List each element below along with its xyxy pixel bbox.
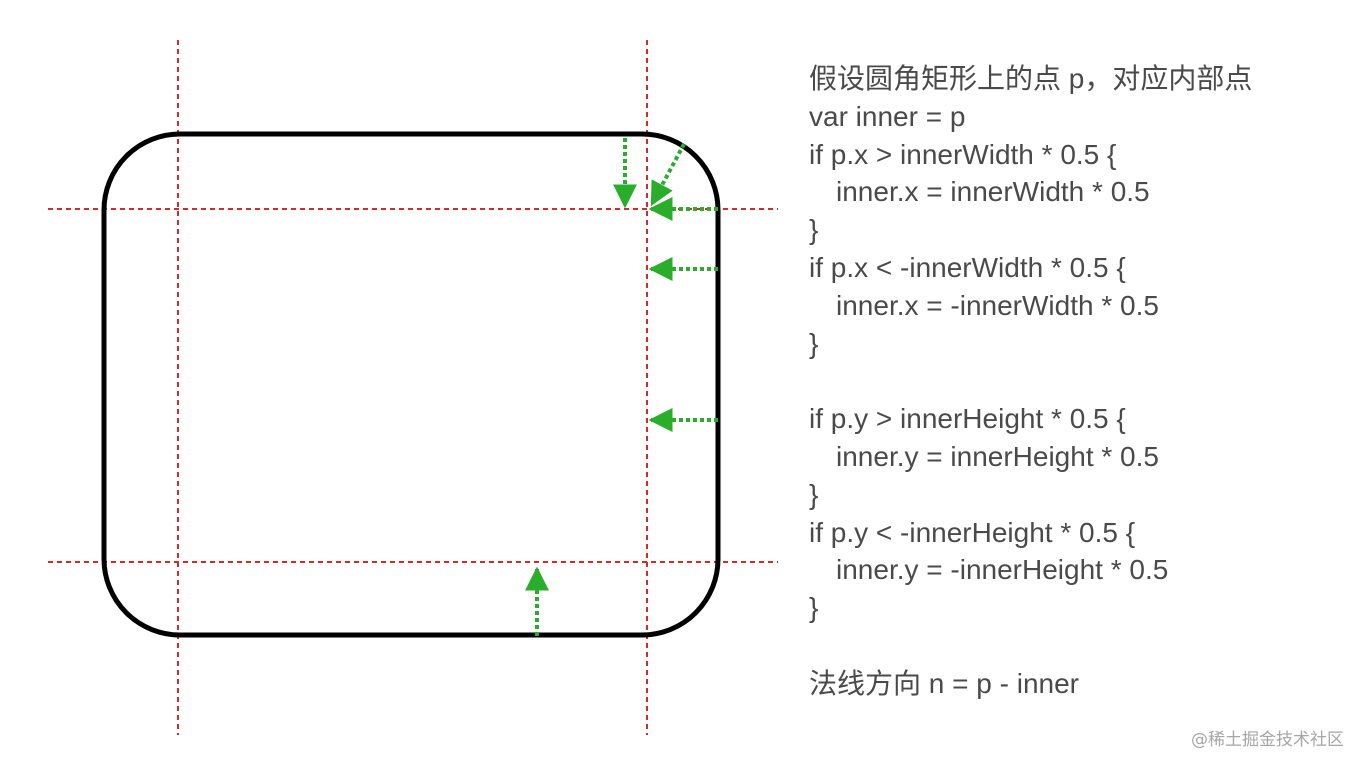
code-line: inner.y = -innerHeight * 0.5 xyxy=(836,554,1169,586)
code-line: if p.y < -innerHeight * 0.5 { xyxy=(809,516,1136,548)
rounded-rect-diagram xyxy=(48,40,778,735)
watermark: @稀土掘金技术社区 xyxy=(1191,730,1344,750)
code-line: 法线方向 n = p - inner xyxy=(809,667,1079,699)
code-line: inner.y = innerHeight * 0.5 xyxy=(836,440,1159,472)
code-line: } xyxy=(809,478,819,510)
code-line: inner.x = -innerWidth * 0.5 xyxy=(836,289,1159,321)
code-line: } xyxy=(809,214,819,246)
code-line: } xyxy=(809,327,819,359)
code-panel: 假设圆角矩形上的点 p，对应内部点 var inner = p if p.x > i… xyxy=(809,60,1252,703)
code-line: inner.x = innerWidth * 0.5 xyxy=(836,176,1150,208)
code-line: if p.x < -innerWidth * 0.5 { xyxy=(809,251,1126,283)
code-line: if p.y > innerHeight * 0.5 { xyxy=(809,403,1126,435)
rounded-rectangle xyxy=(101,131,721,638)
arrow-corner-diagonal xyxy=(650,143,686,207)
code-line xyxy=(809,362,1252,400)
code-line: } xyxy=(809,592,819,624)
code-line: if p.x > innerWidth * 0.5 { xyxy=(809,138,1117,170)
code-line: 假设圆角矩形上的点 p，对应内部点 xyxy=(809,63,1253,94)
code-line: var inner = p xyxy=(809,100,966,132)
code-line xyxy=(809,627,1252,665)
